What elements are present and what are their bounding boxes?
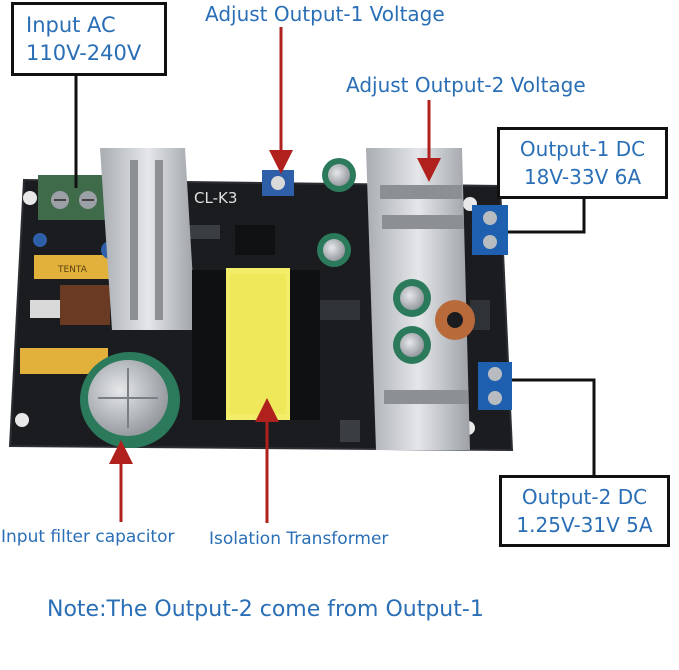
output-1-box: Output-1 DC 18V-33V 6A <box>497 127 668 199</box>
input-ac-title: Input AC <box>26 13 116 37</box>
left-heatsink <box>100 148 196 330</box>
input-filter-capacitor <box>80 352 180 448</box>
adjust-output-1-label: Adjust Output-1 Voltage <box>205 2 445 26</box>
input-ac-box: Input AC 110V-240V <box>11 2 167 76</box>
output-2-range: 1.25V-31V 5A <box>516 513 653 537</box>
output-1-range: 18V-33V 6A <box>523 165 642 189</box>
output-1-terminal-block <box>472 205 508 255</box>
adjust-output-2-label: Adjust Output-2 Voltage <box>346 73 586 97</box>
input-ac-range: 110V-240V <box>26 41 142 65</box>
output-1-title: Output-1 DC <box>519 137 646 161</box>
input-terminal-block <box>38 175 108 220</box>
input-filter-capacitor-label: Input filter capacitor <box>1 527 175 547</box>
potentiometer <box>262 170 294 196</box>
note-text: Note:The Output-2 come from Output-1 <box>47 597 484 622</box>
leader-line-output-1 <box>508 199 586 234</box>
output-2-box: Output-2 DC 1.25V-31V 5A <box>499 475 670 547</box>
isolation-transformer-label: Isolation Transformer <box>209 529 389 549</box>
output-2-terminal-block <box>478 362 512 410</box>
red-arrows <box>109 27 441 523</box>
small-capacitors <box>317 158 431 364</box>
silkscreen-model: CL-K3 <box>194 189 237 207</box>
leader-lines <box>74 76 596 475</box>
isolation-transformer <box>192 268 320 420</box>
leader-line-output-2 <box>512 378 596 475</box>
capacitor-marking: TENTA <box>57 265 88 275</box>
x-capacitors: TENTA <box>20 233 119 374</box>
toroid-inductor <box>435 300 475 340</box>
output-2-title: Output-2 DC <box>521 485 648 509</box>
